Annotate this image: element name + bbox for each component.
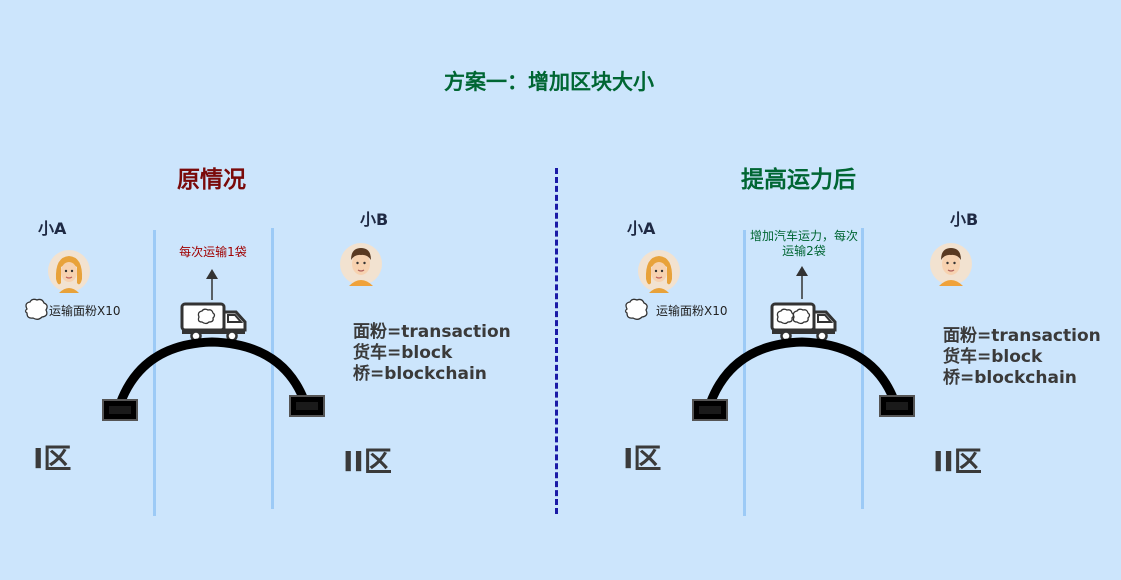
legend-item: 货车=block: [943, 347, 1043, 367]
legend-item: 桥=blockchain: [943, 368, 1077, 388]
female-avatar-icon: [48, 250, 90, 293]
center-divider: [555, 168, 558, 514]
male-avatar-icon: [930, 243, 972, 286]
right-cargo-label: 运输面粉X10: [656, 304, 728, 318]
right-lane-line-1: [743, 230, 746, 516]
right-zone-1-label: I区: [623, 442, 662, 475]
right-capacity-note-line-2: 运输2袋: [782, 244, 826, 258]
right-capacity-note: 增加汽车运力，每次 运输2袋: [738, 229, 870, 259]
legend-item: 面粉=transaction: [353, 322, 511, 342]
left-zone-2-label: II区: [343, 445, 392, 478]
left-panel-title: 原情况: [177, 167, 246, 193]
left-legend: 面粉=transaction 货车=block 桥=blockchain: [353, 322, 511, 385]
left-capacity-note: 每次运输1袋: [179, 245, 247, 259]
truck-icon: [180, 302, 247, 342]
left-zone-1-label: I区: [33, 442, 72, 475]
bridge-icon: [692, 337, 915, 421]
right-zone-2-label: II区: [933, 445, 982, 478]
flour-bag-icon: [624, 298, 648, 320]
right-lane-line-2: [861, 228, 864, 509]
left-lane-line-2: [271, 228, 274, 509]
flour-bag-icon: [24, 298, 48, 320]
right-legend: 面粉=transaction 货车=block 桥=blockchain: [943, 326, 1101, 389]
truck-icon: [770, 302, 837, 342]
left-person-b-label: 小B: [360, 210, 389, 229]
left-person-a-label: 小A: [38, 219, 67, 238]
legend-item: 面粉=transaction: [943, 326, 1101, 346]
female-avatar-icon: [638, 250, 680, 293]
right-person-a-label: 小A: [627, 219, 656, 238]
arrow-up-icon: [206, 269, 218, 300]
bridge-icon: [102, 337, 325, 421]
right-panel-title: 提高运力后: [741, 167, 856, 193]
arrow-up-icon: [796, 266, 808, 299]
legend-item: 货车=block: [353, 343, 453, 363]
left-lane-line-1: [153, 230, 156, 516]
left-cargo-label: 运输面粉X10: [49, 304, 121, 318]
main-title: 方案一：增加区块大小: [444, 70, 654, 94]
right-capacity-note-line-1: 增加汽车运力，每次: [749, 229, 858, 243]
male-avatar-icon: [340, 243, 382, 286]
legend-item: 桥=blockchain: [353, 364, 487, 384]
right-person-b-label: 小B: [950, 210, 979, 229]
